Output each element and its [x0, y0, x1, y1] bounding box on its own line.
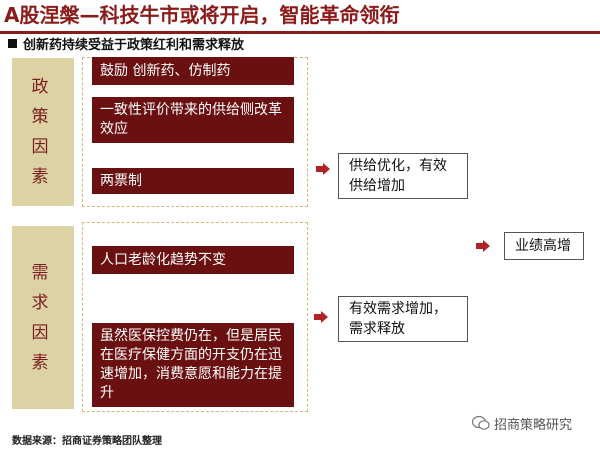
- policy-outcome-box: 供给优化，有效供给增加: [338, 153, 468, 199]
- policy-item-3: 两票制: [92, 168, 294, 194]
- demand-item-1: 人口老龄化趋势不变: [92, 246, 294, 274]
- demand-outcome-box: 有效需求增加，需求释放: [338, 296, 468, 342]
- demand-panel: [82, 222, 308, 412]
- page-subtitle: 创新药持续受益于政策红利和需求释放: [8, 36, 244, 56]
- watermark-logo: 招商策略研究: [472, 413, 572, 433]
- policy-item-2: 一致性评价带来的供给侧改革效应: [92, 97, 294, 143]
- subtitle-text: 创新药持续受益于政策红利和需求释放: [23, 38, 245, 53]
- result-box: 业绩高增: [504, 232, 584, 260]
- demand-factor-label: 需求因素: [12, 226, 74, 409]
- policy-item-1: 鼓励 创新药、仿制药: [92, 57, 294, 85]
- data-source: 数据来源：招商证券策略团队整理: [12, 436, 162, 447]
- demand-item-2: 虽然医保控费仍在，但是居民在医疗保健方面的开支仍在迅速增加，消费意愿和能力在提升: [92, 323, 294, 407]
- policy-arrow-icon: [316, 163, 330, 175]
- result-arrow-icon: [476, 240, 490, 252]
- policy-factor-label: 政策因素: [12, 58, 74, 206]
- chat-bubble-icon: [472, 415, 490, 430]
- page-title: A股涅槃—科技牛市或将开启，智能革命领衔: [4, 3, 400, 27]
- demand-arrow-icon: [314, 311, 328, 323]
- watermark-text: 招商策略研究: [494, 417, 573, 433]
- bullet-square-icon: [8, 39, 17, 48]
- title-divider: [0, 31, 600, 34]
